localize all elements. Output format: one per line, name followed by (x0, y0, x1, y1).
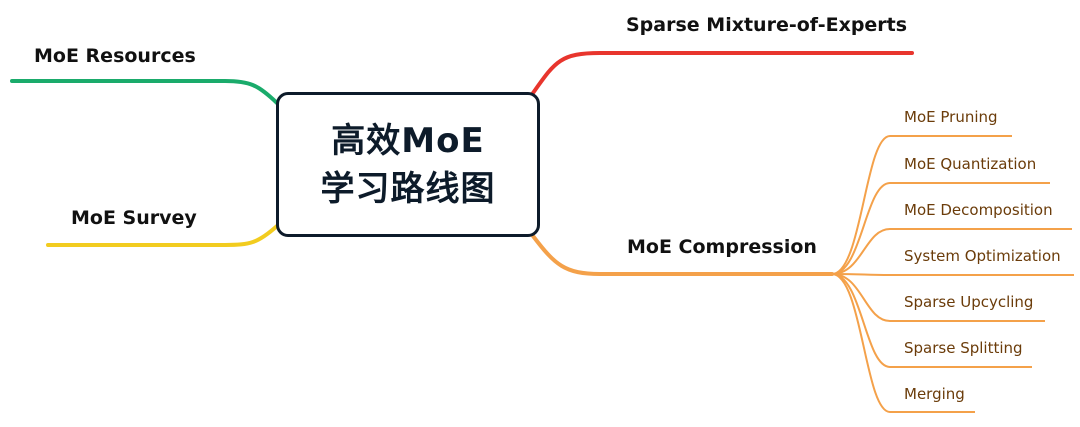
branch-moe-compression: MoE Compression (627, 236, 817, 258)
leaf-moe-decomposition: MoE Decomposition (904, 201, 1053, 219)
leaf-moe-quantization: MoE Quantization (904, 155, 1037, 173)
leaf-moe-pruning: MoE Pruning (904, 108, 998, 126)
connector-leaf-system-optimization (831, 273, 1074, 276)
leaf-sparse-upcycling: Sparse Upcycling (904, 293, 1034, 311)
central-topic: 高效MoE 学习路线图 (276, 92, 540, 237)
branch-moe-survey: MoE Survey (71, 207, 197, 229)
leaf-merging: Merging (904, 385, 965, 403)
central-topic-line1: 高效MoE (331, 120, 485, 161)
connector-leaf-splitting (831, 273, 1032, 368)
leaf-system-optimization: System Optimization (904, 247, 1061, 265)
connector-leaf-upcycling (831, 273, 1045, 322)
connector-moe-survey (46, 224, 279, 247)
branch-sparse-moe: Sparse Mixture-of-Experts (626, 14, 908, 36)
connector-leaf-pruning (831, 135, 1012, 275)
connector-leaf-decomposition (831, 228, 1072, 275)
connector-moe-resources (10, 79, 279, 105)
leaf-sparse-splitting: Sparse Splitting (904, 339, 1023, 357)
connector-leaf-merging (831, 273, 975, 413)
connector-sparse-moe (531, 51, 914, 95)
central-topic-line2: 学习路线图 (320, 168, 496, 209)
branch-moe-resources: MoE Resources (34, 45, 196, 67)
connector-moe-compression (531, 234, 834, 276)
connector-leaf-quantization (831, 182, 1050, 275)
